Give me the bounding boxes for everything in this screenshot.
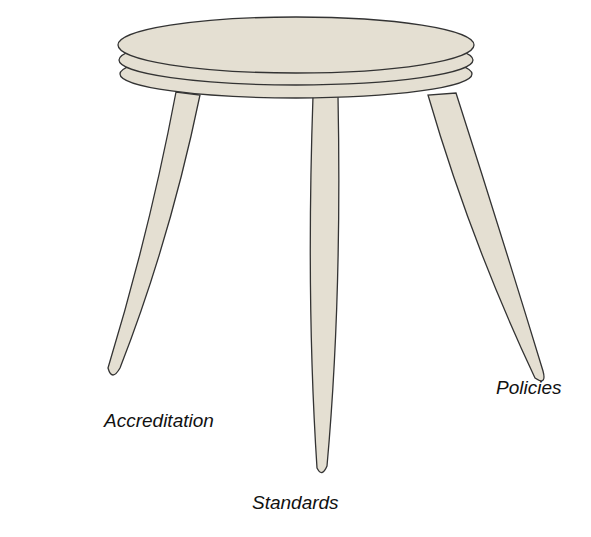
- leg-label: Policies: [496, 377, 561, 400]
- stool-leg: [310, 96, 339, 473]
- stool-leg: [428, 93, 544, 381]
- seat-disc: [118, 17, 474, 73]
- leg-label: Standards: [252, 492, 339, 515]
- leg-label: Accreditation: [104, 410, 214, 433]
- stool-leg: [108, 92, 200, 375]
